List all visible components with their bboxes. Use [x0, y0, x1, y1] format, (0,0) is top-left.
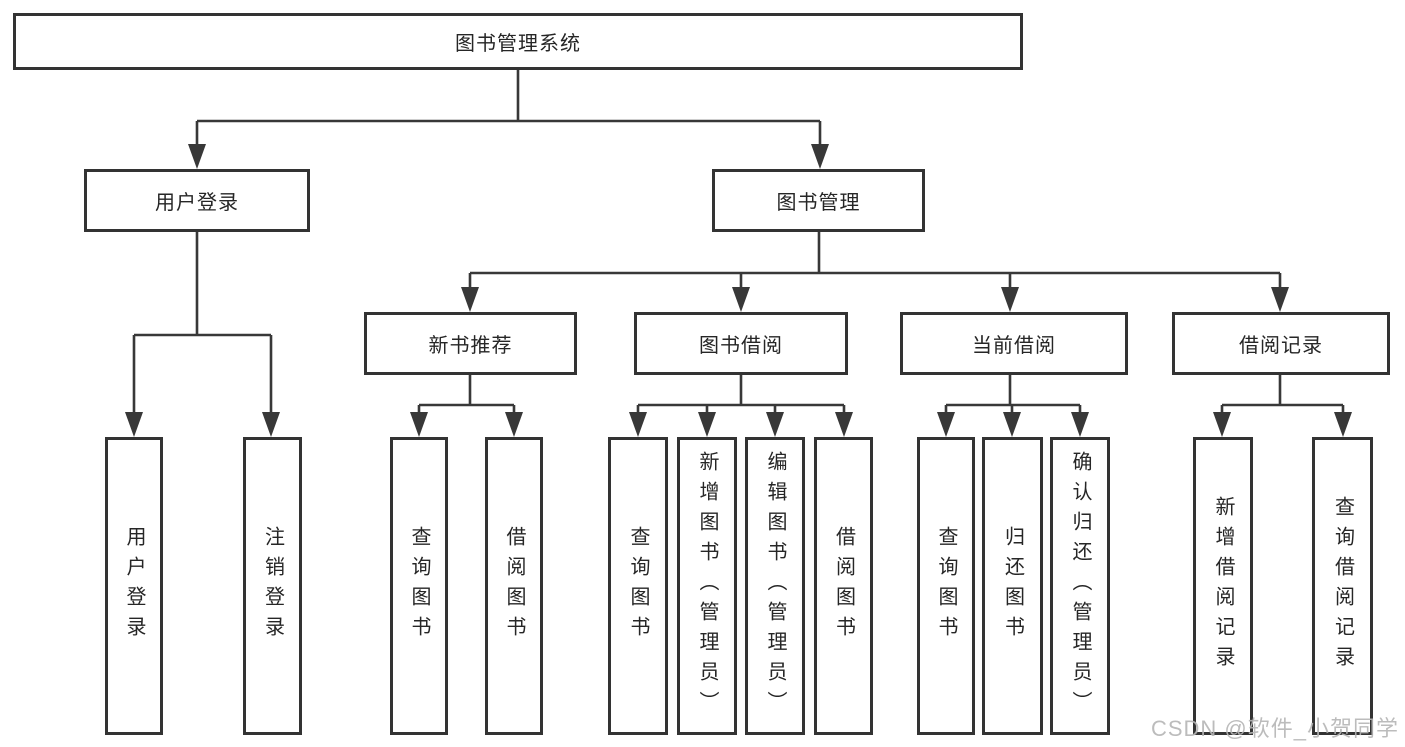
leaf-query-books-recommend: 查询图书 [390, 437, 448, 735]
leaf-query-borrow-record: 查询借阅记录 [1312, 437, 1373, 735]
leaf-user-login-label: 用户登录 [123, 526, 145, 646]
node-new-book-recommend: 新书推荐 [364, 312, 577, 375]
leaf-edit-book-admin: 编辑图书（管理员） [745, 437, 805, 735]
leaf-return-book-label: 归还图书 [1001, 526, 1024, 646]
leaf-confirm-return-admin: 确认归还（管理员） [1050, 437, 1110, 735]
leaf-add-borrow-record-label: 新增借阅记录 [1212, 496, 1234, 676]
leaf-edit-book-admin-label: 编辑图书（管理员） [764, 451, 786, 721]
node-user-login: 用户登录 [84, 169, 310, 232]
leaf-add-book-admin: 新增图书（管理员） [677, 437, 737, 735]
leaf-borrow-books: 借阅图书 [814, 437, 873, 735]
leaf-query-books-borrow: 查询图书 [608, 437, 668, 735]
node-borrow-records: 借阅记录 [1172, 312, 1390, 375]
leaf-borrow-books-recommend: 借阅图书 [485, 437, 543, 735]
leaf-add-borrow-record: 新增借阅记录 [1193, 437, 1253, 735]
node-book-management: 图书管理 [712, 169, 925, 232]
leaf-query-books-current-label: 查询图书 [935, 526, 957, 646]
leaf-add-book-admin-label: 新增图书（管理员） [696, 451, 718, 721]
leaf-logout: 注销登录 [243, 437, 302, 735]
leaf-return-book: 归还图书 [982, 437, 1043, 735]
leaf-borrow-books-recommend-label: 借阅图书 [503, 526, 525, 646]
leaf-query-books-recommend-label: 查询图书 [408, 526, 430, 646]
leaf-query-books-current: 查询图书 [917, 437, 975, 735]
leaf-query-borrow-record-label: 查询借阅记录 [1331, 496, 1354, 676]
node-current-borrow: 当前借阅 [900, 312, 1128, 375]
arrowheads [125, 144, 1352, 437]
leaf-user-login: 用户登录 [105, 437, 163, 735]
leaf-logout-label: 注销登录 [261, 526, 284, 646]
leaf-borrow-books-label: 借阅图书 [832, 526, 855, 646]
leaf-confirm-return-admin-label: 确认归还（管理员） [1069, 451, 1091, 721]
node-book-borrow: 图书借阅 [634, 312, 848, 375]
leaf-query-books-borrow-label: 查询图书 [627, 526, 649, 646]
node-root: 图书管理系统 [13, 13, 1023, 70]
